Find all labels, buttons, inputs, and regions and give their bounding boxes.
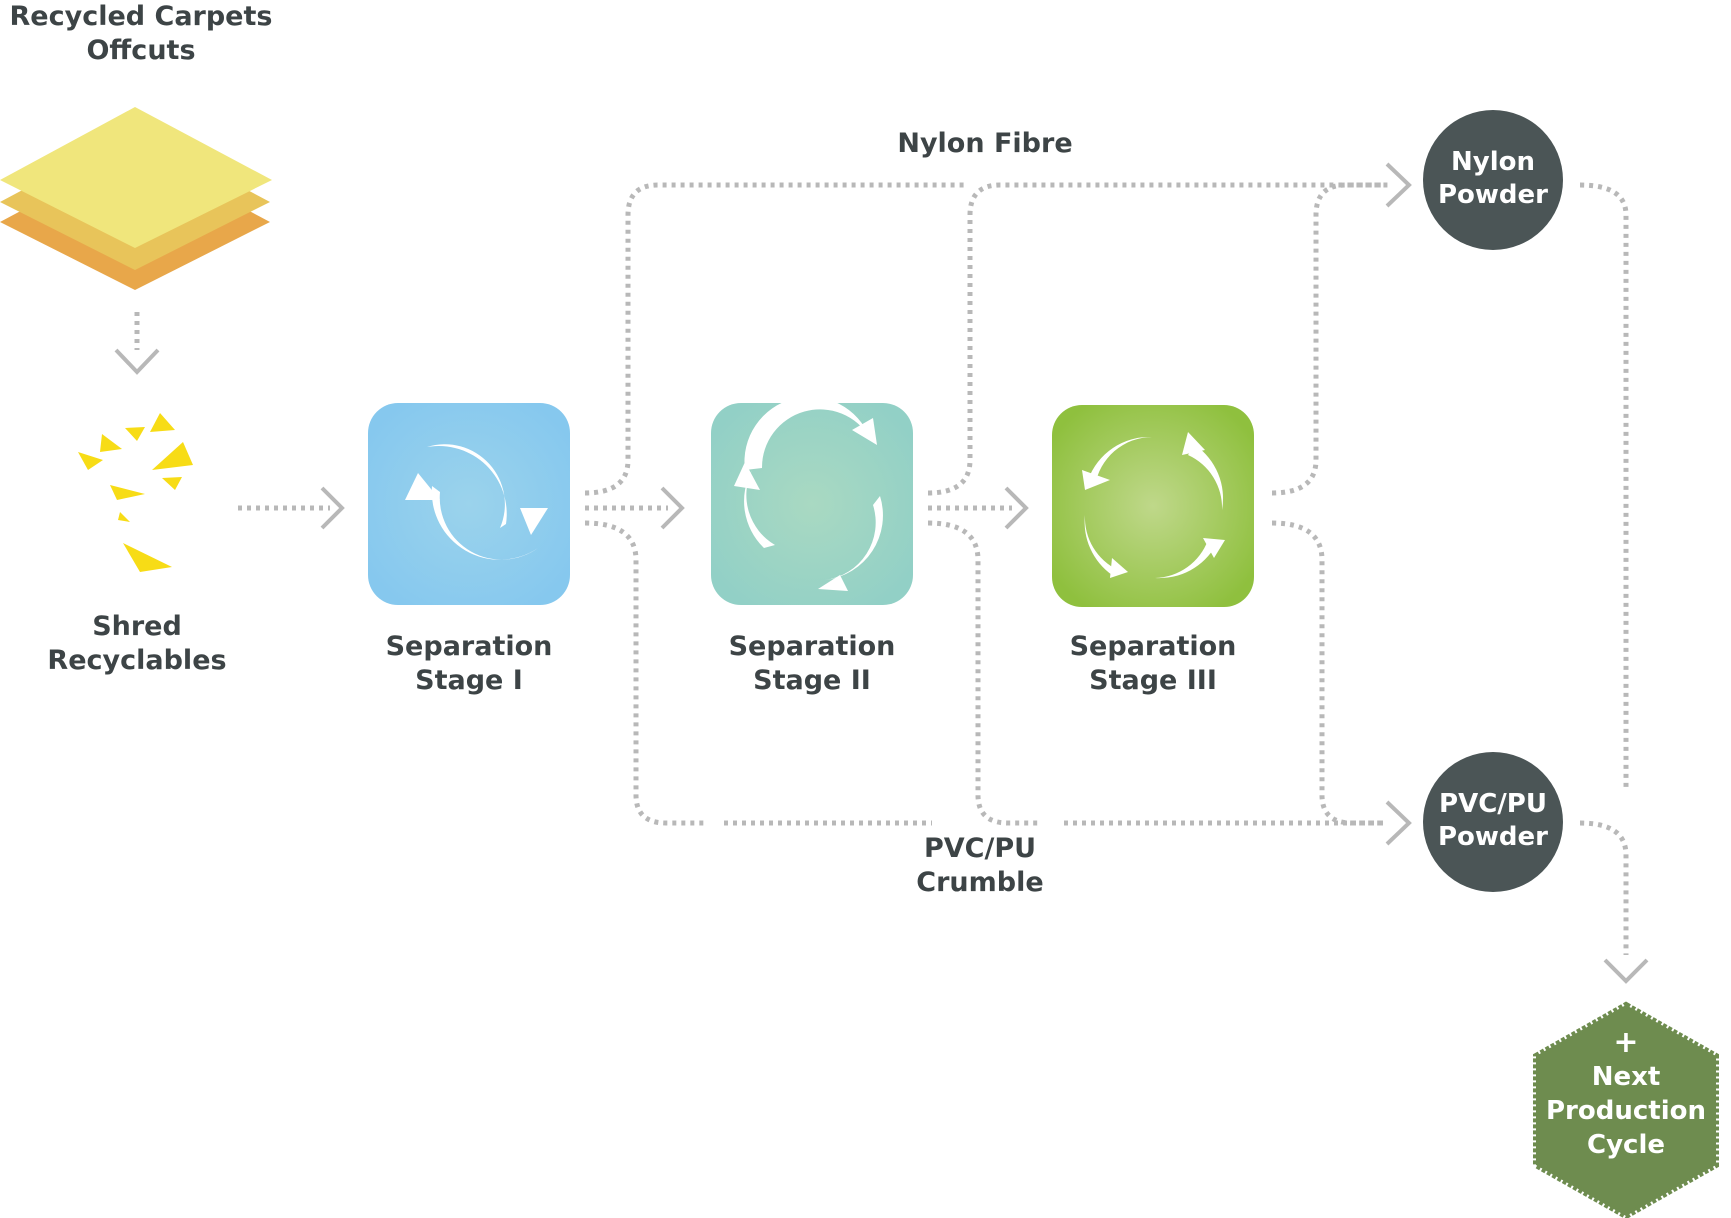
stage-1-label: Separation Stage I <box>369 630 569 698</box>
source-label: Recycled Carpets Offcuts <box>0 0 282 68</box>
stage-1-label-line2: Stage I <box>415 665 523 696</box>
cycle-arrows-icon <box>405 444 548 560</box>
source-label-line2: Offcuts <box>86 35 196 66</box>
pvc-powder-line1: PVC/PU <box>1439 789 1547 819</box>
down-arrow-icon <box>114 312 160 375</box>
stage-3-label-line1: Separation <box>1069 631 1237 662</box>
pvc-powder-line2: Powder <box>1437 822 1548 852</box>
stage-2-label: Separation Stage II <box>712 630 912 698</box>
carpet-offcuts-icon <box>0 107 272 290</box>
nylon-fibre-connectors <box>584 182 1629 790</box>
source-label-line1: Recycled Carpets <box>9 1 273 32</box>
stage-2-label-line2: Stage II <box>753 665 871 696</box>
nylon-powder-label: Nylon Powder <box>1423 146 1563 212</box>
nylon-fibre-label: Nylon Fibre <box>860 127 1110 161</box>
next-cycle-hexagon <box>1533 1001 1719 1218</box>
next-cycle-line1: Next <box>1591 1062 1661 1092</box>
stage-1-label-line1: Separation <box>385 631 553 662</box>
main-flow-connectors <box>238 486 1029 530</box>
pvc-crumble-line2: Crumble <box>916 867 1044 898</box>
pvc-crumble-connectors <box>584 520 1629 955</box>
stage-3-label-line2: Stage III <box>1089 665 1217 696</box>
pvc-crumble-label: PVC/PU Crumble <box>880 832 1080 900</box>
nylon-fibre-text: Nylon Fibre <box>897 128 1073 159</box>
cycle-arrows-icon <box>1082 432 1225 579</box>
nylon-powder-line2: Powder <box>1437 180 1548 210</box>
nylon-arrowhead-icon <box>1385 162 1412 208</box>
shred-label: Shred Recyclables <box>37 610 237 678</box>
shred-label-line2: Recyclables <box>47 645 227 676</box>
next-cycle-arrowhead-icon <box>1603 958 1649 984</box>
stage-1-box <box>368 403 570 605</box>
next-cycle-line3: Cycle <box>1587 1130 1665 1160</box>
shred-pieces-icon <box>78 413 193 572</box>
stage-2-box <box>711 396 913 605</box>
nylon-powder-circle <box>1423 110 1563 250</box>
plus-icon: + <box>1613 1025 1639 1060</box>
next-cycle-label: + Next Production Cycle <box>1536 1026 1716 1162</box>
pvc-powder-label: PVC/PU Powder <box>1423 788 1563 854</box>
nylon-powder-line1: Nylon <box>1451 147 1535 177</box>
shred-label-line1: Shred <box>92 611 182 642</box>
stage-2-label-line1: Separation <box>728 631 896 662</box>
stage-3-label: Separation Stage III <box>1053 630 1253 698</box>
pvc-arrowhead-icon <box>1385 800 1412 846</box>
pvc-crumble-line1: PVC/PU <box>923 833 1037 864</box>
next-cycle-line2: Production <box>1546 1096 1706 1126</box>
pvc-powder-circle <box>1423 752 1563 892</box>
stage-3-box <box>1052 405 1254 607</box>
cycle-arrows-icon <box>734 396 883 591</box>
